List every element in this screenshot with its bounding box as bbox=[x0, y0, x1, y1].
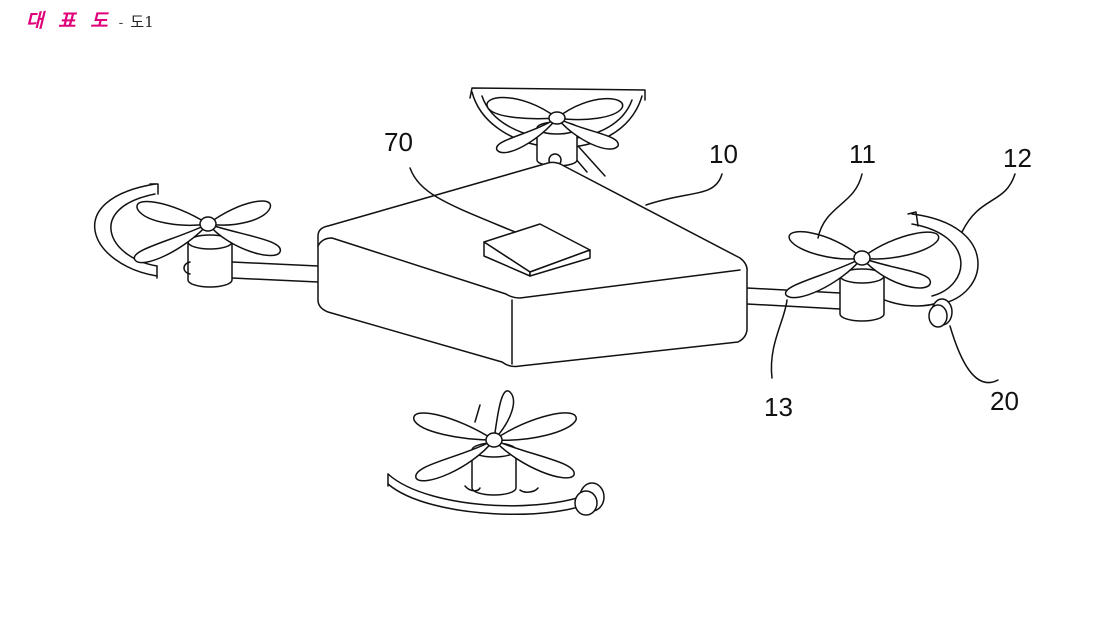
motor-left bbox=[184, 235, 232, 287]
rotor-left bbox=[95, 184, 281, 287]
guard-right bbox=[875, 212, 978, 306]
wheel-right bbox=[929, 299, 952, 327]
motor-right bbox=[840, 269, 884, 321]
leader-13 bbox=[771, 300, 787, 378]
rotor-back bbox=[470, 88, 645, 166]
leader-10 bbox=[646, 174, 722, 205]
ref-20-label: 20 bbox=[990, 386, 1019, 416]
guard-left bbox=[95, 184, 158, 278]
ref-13-label: 13 bbox=[764, 392, 793, 422]
ref-70-label: 70 bbox=[384, 127, 413, 157]
rotor-right bbox=[786, 212, 978, 327]
leader-12 bbox=[962, 174, 1015, 232]
leader-20 bbox=[950, 326, 998, 383]
wheel-front bbox=[575, 483, 604, 515]
leader-11 bbox=[818, 174, 862, 238]
rotor-front bbox=[388, 391, 604, 515]
ref-12-label: 12 bbox=[1003, 143, 1032, 173]
arm-left bbox=[232, 262, 318, 282]
main-body bbox=[318, 162, 747, 366]
ref-10-label: 10 bbox=[709, 139, 738, 169]
ref-11-label: 11 bbox=[849, 139, 876, 169]
